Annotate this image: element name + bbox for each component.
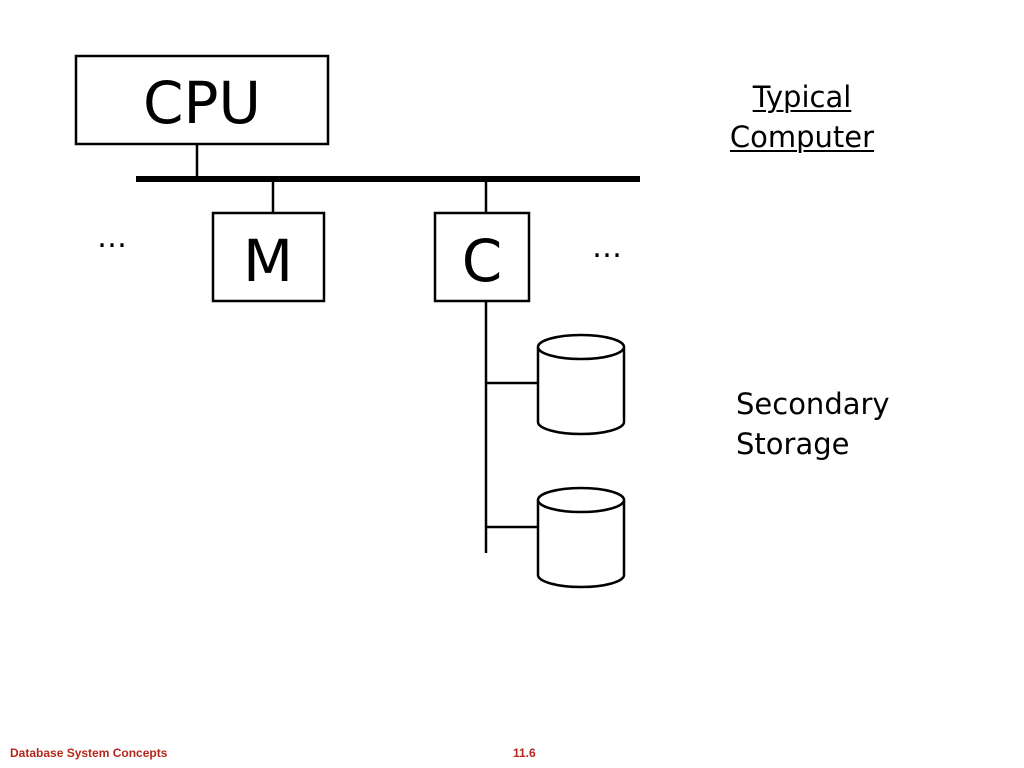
secondary-storage-label: Secondary Storage [736,384,936,464]
memory-box [211,211,326,303]
ellipsis-left: … [97,220,127,255]
storage-line-1: Secondary [736,387,890,421]
cpu-box [74,54,330,146]
diagram-title: Typical Computer [722,77,882,157]
controller-label: C [462,227,503,295]
title-line-2: Computer [729,120,875,154]
title-line-1: Typical [752,80,852,114]
memory-label: M [243,227,293,295]
ellipsis-right: … [592,230,622,265]
disk-icon [536,486,626,589]
storage-line-2: Storage [736,427,850,461]
footer-slide-number: 11.6 [513,746,536,760]
controller-box [433,211,531,303]
cpu-label: CPU [143,69,261,137]
footer-book-title: Database System Concepts [10,746,168,760]
disk-icon [536,333,626,436]
